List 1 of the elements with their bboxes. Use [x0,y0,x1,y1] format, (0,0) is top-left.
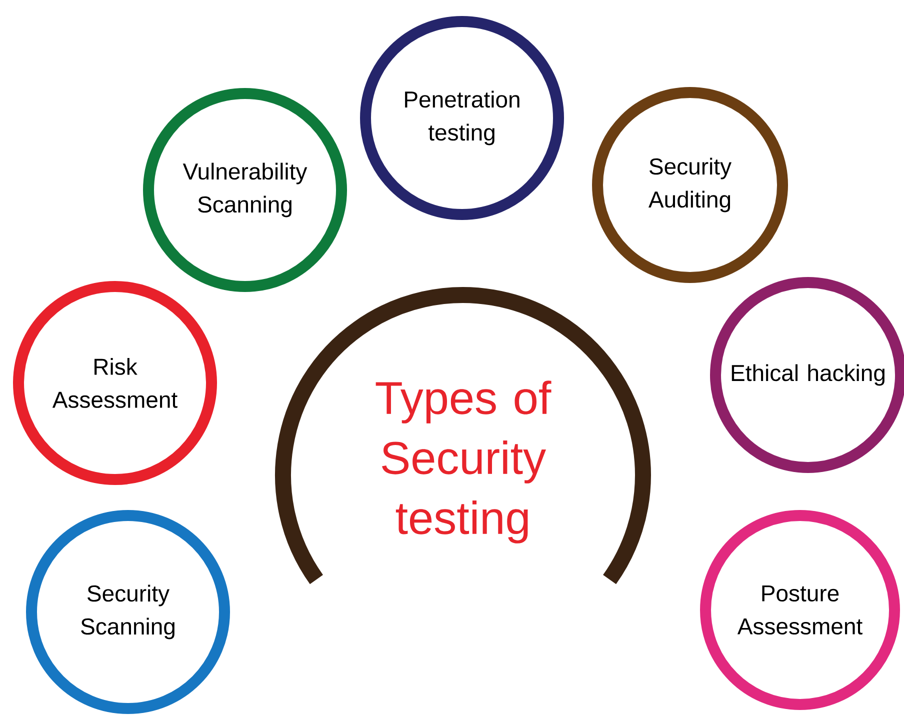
title: Types of Security testing [376,380,552,544]
